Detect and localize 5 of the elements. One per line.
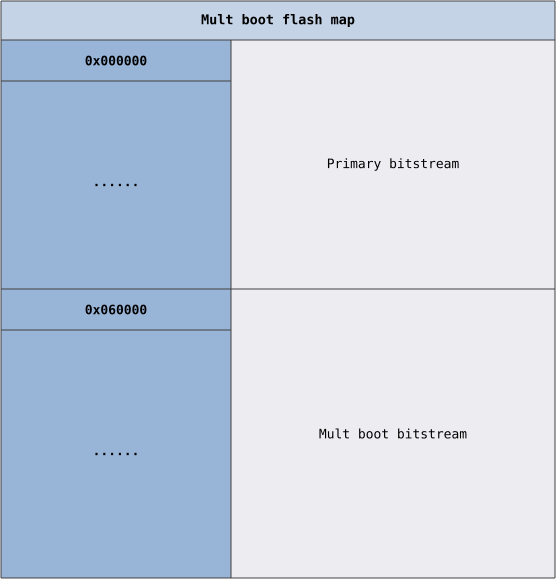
table-cell: Mult boot flash map bbox=[1, 1, 555, 40]
table-cell: Mult boot bitstream bbox=[231, 289, 555, 578]
table-cell: 0x060000 bbox=[1, 289, 231, 330]
table-cell: 0x000000 bbox=[1, 40, 231, 81]
table-cell: Primary bitstream bbox=[231, 40, 555, 289]
